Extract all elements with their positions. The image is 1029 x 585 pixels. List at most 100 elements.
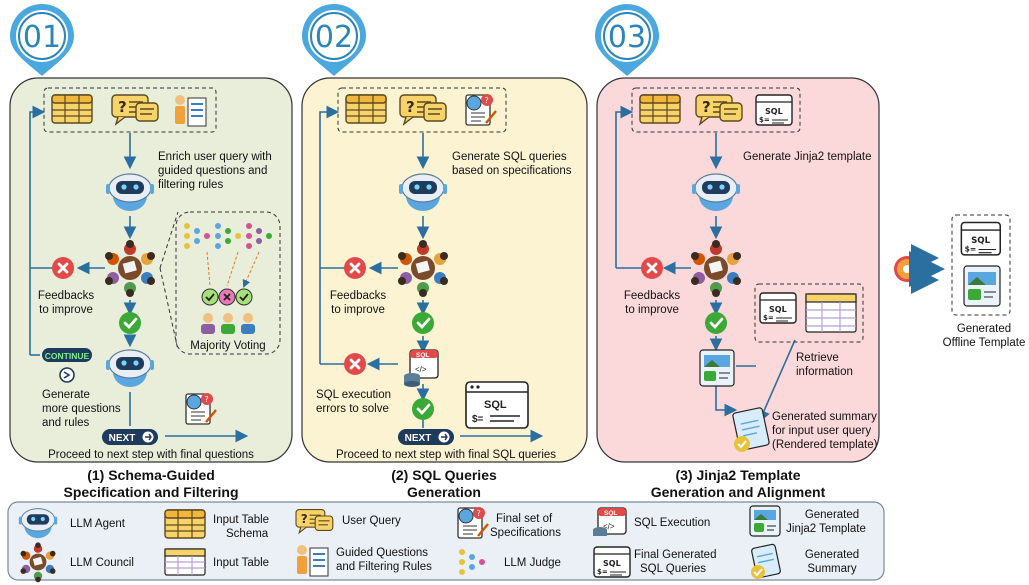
svg-text:SQL: SQL — [604, 510, 617, 517]
offline-label-1: Generated — [957, 323, 1011, 335]
legend-llm-council: LLM Council — [70, 557, 134, 569]
caption-3-line-1: (3) Jinja2 Template — [675, 467, 800, 483]
legend-summary-2: Summary — [807, 563, 856, 575]
step-pin-01: 01 — [10, 4, 74, 76]
guided-questions-icon — [175, 95, 207, 127]
caption-2-line-1: (2) SQL Queries — [391, 467, 497, 483]
gen-jinja-text: Generate Jinja2 template — [743, 151, 872, 163]
svg-text:NEXT: NEXT — [109, 433, 136, 444]
feedback-text-3b: to improve — [625, 304, 679, 316]
legend-guided-2: and Filtering Rules — [336, 561, 432, 573]
feedback-text-2a: Feedbacks — [330, 290, 387, 302]
voters-icon — [201, 313, 255, 334]
sql-error-text-1: SQL execution — [316, 389, 391, 401]
legend-final-spec-2: Specifications — [490, 527, 561, 539]
vote-check-1 — [201, 288, 219, 306]
proceed-text-1: Proceed to next step with final question… — [48, 449, 254, 461]
caption-1-line-1: (1) Schema-Guided — [87, 467, 215, 483]
next-badge-p2: NEXT — [398, 429, 454, 445]
summary-text-2: for input user query — [772, 425, 871, 437]
sql-error-text-2: errors to solve — [316, 403, 389, 415]
approve-icon-p2b — [410, 396, 436, 422]
reject-icon-p2 — [342, 255, 368, 281]
legend-jinja-2: Jinja2 Template — [786, 523, 866, 535]
legend-sql-exec: SQL Execution — [634, 517, 710, 529]
svg-text:$=: $= — [472, 414, 484, 425]
legend-schema-icon — [164, 509, 206, 539]
legend-sql-exec-icon: SQL </> — [593, 507, 627, 536]
jinja-template-icon-p3 — [699, 349, 735, 387]
step-pin-02: 02 — [302, 4, 366, 76]
legend-guided-1: Guided Questions — [336, 547, 428, 559]
sql-error-icon — [342, 351, 368, 377]
caption-2-line-2: Generation — [407, 484, 481, 500]
legend-input-table: Input Table — [213, 557, 269, 569]
reject-icon — [50, 255, 76, 281]
sql-execution-icon: SQL </> — [404, 349, 439, 387]
legend-jinja-1: Generated — [805, 509, 859, 521]
feedback-text-3a: Feedbacks — [624, 290, 681, 302]
next-badge: NEXT — [102, 429, 158, 445]
legend-final-sql-1: Final Generated — [634, 549, 716, 561]
generate-text-1: Generate — [42, 389, 90, 401]
svg-text:SQL: SQL — [416, 352, 429, 359]
llm-judge-icon-b — [215, 223, 241, 249]
generate-text-2: more questions — [42, 403, 121, 415]
svg-text:SQL: SQL — [484, 399, 507, 411]
summary-text-3: (Rendered template) — [772, 439, 878, 451]
legend-input-table-icon — [164, 548, 206, 576]
offline-label-2: Offline Template — [943, 337, 1026, 349]
summary-icon-p3 — [732, 407, 770, 452]
legend-user-query: User Query — [342, 515, 401, 527]
panel-1-flow — [29, 105, 249, 443]
feedback-text-1a: Feedbacks — [38, 290, 95, 302]
legend-jinja-icon — [749, 505, 781, 537]
proceed-text-2: Proceed to next step with final SQL quer… — [336, 449, 556, 461]
reject-icon-p3 — [639, 255, 665, 281]
retrieve-box — [754, 283, 864, 343]
svg-text:NEXT: NEXT — [405, 433, 432, 444]
continue-badge: CONTINUE — [42, 348, 92, 383]
step-pin-03: 03 — [595, 4, 659, 76]
legend-llm-agent: LLM Agent — [70, 518, 126, 530]
legend-final-sql-2: SQL Queries — [640, 563, 706, 575]
legend-llm-judge-icon — [459, 549, 485, 575]
step-number-01: 01 — [23, 20, 61, 55]
offline-template: Generated Offline Template — [894, 214, 1026, 349]
approve-icon — [117, 310, 143, 336]
feedback-text-2b: to improve — [331, 304, 385, 316]
summary-text-1: Generated summary — [772, 411, 877, 423]
feedback-text-1b: to improve — [39, 304, 93, 316]
panel-2-flow — [319, 105, 544, 443]
legend-llm-judge: LLM Judge — [504, 557, 561, 569]
panel-1 — [9, 77, 293, 463]
offline-jinja-icon — [963, 265, 1001, 307]
enrich-text-2: guided questions and — [158, 165, 267, 177]
retrieve-text-2: information — [796, 366, 853, 378]
step-number-02: 02 — [315, 20, 353, 55]
panel-3 — [596, 77, 880, 463]
caption-3-line-2: Generation and Alignment — [651, 484, 826, 500]
svg-text:CONTINUE: CONTINUE — [45, 351, 90, 361]
offline-sql-icon — [960, 221, 1001, 256]
svg-text:</>: </> — [415, 365, 427, 374]
svg-text:</>: </> — [603, 522, 615, 531]
legend-summary-1: Generated — [805, 549, 859, 561]
panel-3-flow — [615, 105, 796, 423]
legend-guided-icon — [297, 545, 329, 577]
legend-schema-1: Input Table — [213, 514, 269, 526]
llm-judge-icon-a — [184, 223, 210, 249]
llm-judge-icon-c — [246, 223, 272, 249]
vote-check-2 — [235, 288, 253, 306]
legend-schema-2: Schema — [226, 528, 269, 540]
gen-sql-text-1: Generate SQL queries — [452, 151, 567, 163]
enrich-text-3: filtering rules — [158, 179, 223, 191]
legend-summary-icon — [751, 543, 781, 579]
caption-1-line-2: Specification and Filtering — [63, 484, 238, 500]
gen-sql-text-2: based on specifications — [452, 165, 572, 177]
approve-icon-p2 — [410, 310, 436, 336]
vote-cross — [218, 288, 236, 306]
approve-icon-p3 — [703, 310, 729, 336]
majority-voting-box: Majority Voting — [159, 211, 281, 355]
